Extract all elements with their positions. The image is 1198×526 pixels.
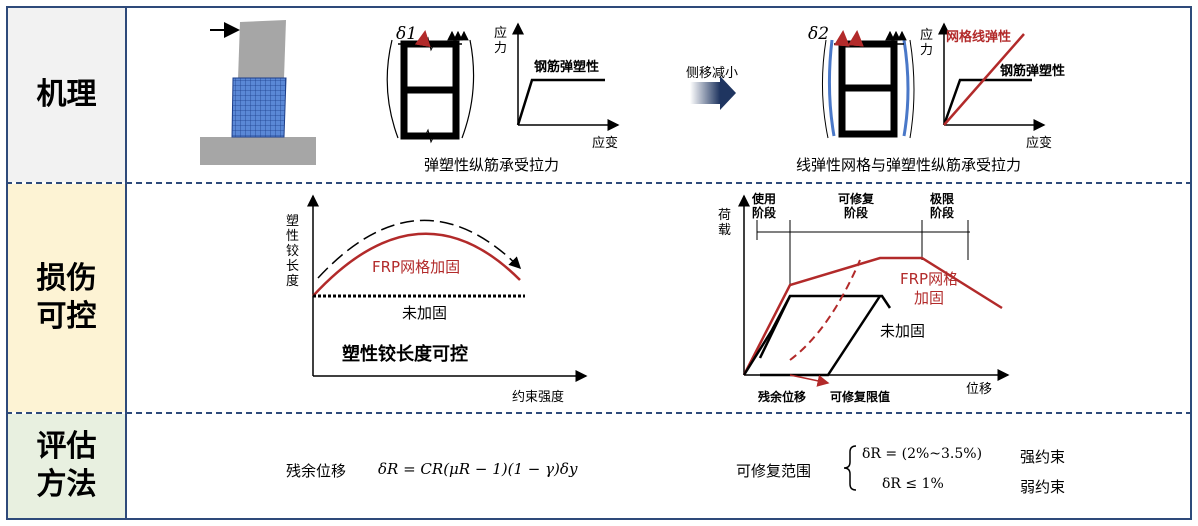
left-caption: 弹塑性纵筋承受拉力 — [424, 156, 560, 174]
weak-constraint-label: 弱约束 — [1020, 478, 1066, 496]
right-delta: δ2 — [808, 24, 830, 44]
unreinforced-label: 未加固 — [402, 304, 448, 322]
column-illustration — [200, 20, 316, 165]
right-strain-axis-label: 应变 — [1026, 136, 1053, 151]
load-displacement-plot — [738, 194, 1010, 387]
range-weak-formula: δR ≤ 1% — [882, 476, 944, 492]
row-label-damage-control: 损伤 可控 — [8, 184, 125, 412]
arrow-label: 侧移减小 — [686, 66, 739, 81]
displacement-axis-label: 位移 — [966, 382, 993, 397]
rebar-plastic-label: 钢筋弹塑性 — [1000, 64, 1066, 79]
stage-repairable: 可修复 阶段 — [838, 192, 875, 220]
shrink-arrow — [690, 82, 720, 104]
range-brace — [843, 445, 857, 491]
load-unreinforced-label: 未加固 — [880, 322, 926, 340]
right-stress-axis-label: 应力 — [920, 28, 934, 58]
residual-displacement-label: 残余位移 — [758, 390, 807, 404]
range-strong-formula: δR = (2%~3.5%) — [862, 446, 983, 462]
left-frame-sketch — [386, 30, 475, 144]
row-divider-2 — [6, 412, 1192, 414]
right-caption: 线弹性网格与弹塑性纵筋承受拉力 — [796, 156, 1022, 174]
left-delta: δ1 — [396, 24, 418, 44]
right-frame-sketch — [821, 30, 915, 139]
load-frp-label: FRP网格 加固 — [900, 270, 959, 307]
residual-label: 残余位移 — [286, 462, 347, 480]
hinge-y-axis-label: 塑性铰长度 — [286, 214, 300, 289]
hinge-caption: 塑性铰长度可控 — [342, 344, 468, 365]
strong-constraint-label: 强约束 — [1020, 448, 1066, 466]
stage-ultimate: 极限 阶段 — [930, 192, 955, 220]
range-label: 可修复范围 — [736, 462, 812, 480]
frp-label: FRP网格加固 — [372, 258, 461, 276]
row-label-mechanism: 机理 — [8, 8, 125, 182]
left-stress-axis-label: 应力 — [494, 26, 508, 56]
load-axis-label: 荷载 — [718, 208, 732, 238]
hinge-x-axis-label: 约束强度 — [512, 390, 565, 405]
left-curve-label: 钢筋弹塑性 — [534, 60, 600, 75]
stage-service: 使用 阶段 — [752, 192, 777, 220]
hinge-length-plot — [307, 194, 588, 382]
row-label-evaluation: 评估 方法 — [8, 414, 125, 518]
right-stress-strain-plot — [938, 22, 1046, 131]
column-divider — [125, 6, 127, 520]
outer-frame — [6, 6, 1192, 520]
row-divider-1 — [6, 182, 1192, 184]
mesh-elastic-label: 网格线弹性 — [946, 30, 1012, 45]
repair-limit-label: 可修复限值 — [830, 390, 891, 404]
left-strain-axis-label: 应变 — [592, 136, 619, 151]
residual-formula: δR = CR(μR − 1)(1 − γ)δy — [378, 460, 578, 478]
left-stress-strain-plot — [512, 22, 620, 131]
